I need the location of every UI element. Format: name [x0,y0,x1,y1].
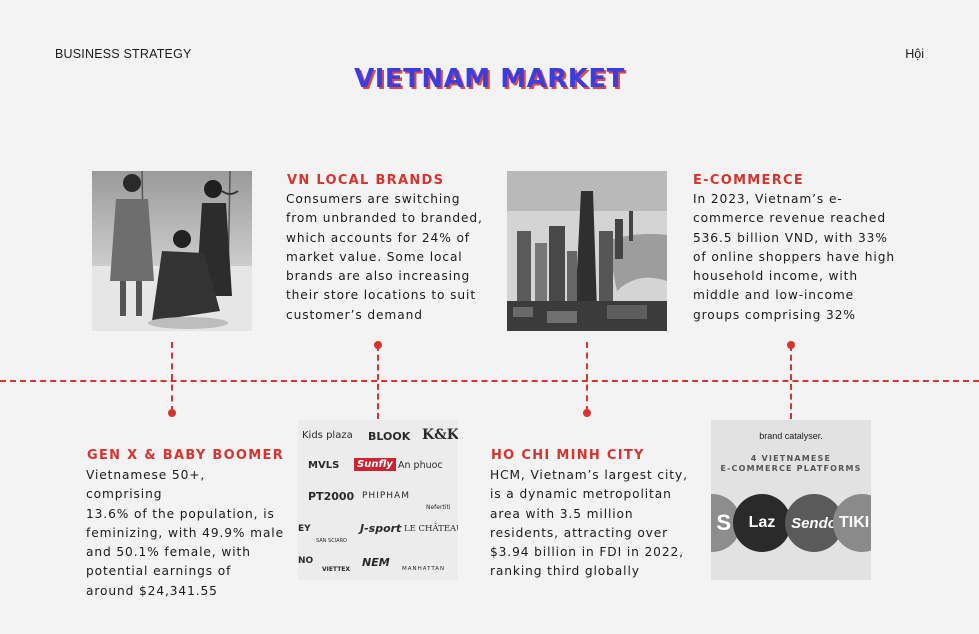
text-line: around $24,341.55 [86,583,218,598]
brand-logo: LE CHÂTEAU [404,524,458,534]
text-line: residents, attracting over [490,525,669,540]
text-line: brands are also increasing [286,269,471,284]
header-author: Hội [905,47,924,61]
timeline-line [0,380,979,382]
brand-logo: MVLS [308,460,340,471]
brand-logo: EY [298,524,311,534]
timeline-connector-genx [171,342,173,412]
timeline-dot-hcmc [583,409,591,417]
brand-logo: Nefertiti [426,504,451,511]
text-line: In 2023, Vietnam’s e- [693,192,843,206]
text-line: of online shoppers have high [693,249,895,264]
text-line: area with 3.5 million [490,506,634,521]
timeline-connector-ecommerce [790,345,792,419]
timeline-connector-local-brands [377,345,379,419]
text-line: $3.94 billion in FDI in 2022, [490,545,684,560]
ecommerce-platforms-panel: brand catalyser. 4 VIETNAMESE E-COMMERCE… [711,420,871,580]
ecommerce-heading: E-COMMERCE [693,173,805,188]
genx-heading: GEN X & BABY BOOMER [87,448,285,463]
text-line: potential earnings of [86,564,232,579]
brand-logo: VIETTEX [322,566,351,573]
brand-logo: An phuoc [398,460,443,471]
text-line: which accounts for 24% of [286,230,470,245]
text-line: and 50.1% female, with [86,545,251,560]
brand-logo: MANHATTAN [402,566,446,572]
timeline-dot-genx [168,409,176,417]
text-line: commerce revenue reached [693,211,886,226]
ecommerce-text: In 2023, Vietnam’s e- commerce revenue r… [693,190,903,325]
hcmc-text: HCM, Vietnam’s largest city, is a dynami… [490,466,695,582]
local-brands-heading: VN LOCAL BRANDS [287,173,445,188]
local-brands-logo-panel: Kids plaza BLOOK K&K MVLS Sunfly An phuo… [298,420,458,580]
text-line: HCM, Vietnam’s largest city, [490,468,688,482]
timeline-connector-hcmc [586,342,588,412]
brand-logo: BLOOK [368,430,411,443]
lazada-logo: Laz [733,494,791,552]
brand-logo: PT2000 [308,490,355,503]
text-line: customer’s demand [286,307,423,322]
text-line: household income, with [693,269,858,284]
text-line: Vietnamese 50+, comprising [86,468,206,502]
local-brands-text: Consumers are switching from unbranded t… [286,190,486,325]
tiki-logo: TIKI [833,494,871,552]
panel-title-line1: 4 VIETNAMESE [750,454,832,463]
brand-logo: Sunfly [354,458,396,471]
text-line: market value. Some local [286,249,463,264]
city-photo [507,171,667,331]
text-line: from unbranded to branded, [286,211,483,226]
panel-title-line2: E-COMMERCE PLATFORMS [720,464,862,473]
text-line: 13.6% of the population, is [86,506,275,521]
brand-logo: NO [298,556,314,566]
brand-logo: NEM [362,556,390,569]
brand-logo: K&K [422,427,458,443]
genx-text: Vietnamese 50+, comprising 13.6% of the … [86,466,286,601]
panel-brand-label: brand catalyser. [759,431,823,441]
brand-logo: J-sport [360,522,402,535]
text-line: is a dynamic metropolitan [490,487,672,502]
text-line: their store locations to suit [286,288,476,303]
brand-logo: PHIPHAM [362,491,410,501]
brand-logo: SAN SCIARO [316,538,347,544]
header-label: BUSINESS STRATEGY [55,47,192,61]
text-line: Consumers are switching [286,192,461,206]
text-line: middle and low-income [693,288,855,303]
text-line: 536.5 billion VND, with 33% [693,230,888,245]
text-line: ranking third globally [490,564,640,579]
page-title: VIETNAM MARKET [354,64,625,94]
text-line: groups comprising 32% [693,307,856,322]
hcmc-heading: HO CHI MINH CITY [491,448,645,463]
text-line: feminizing, with 49.9% male [86,525,284,540]
seniors-photo [92,171,252,331]
brand-logo: Kids plaza [302,430,353,441]
